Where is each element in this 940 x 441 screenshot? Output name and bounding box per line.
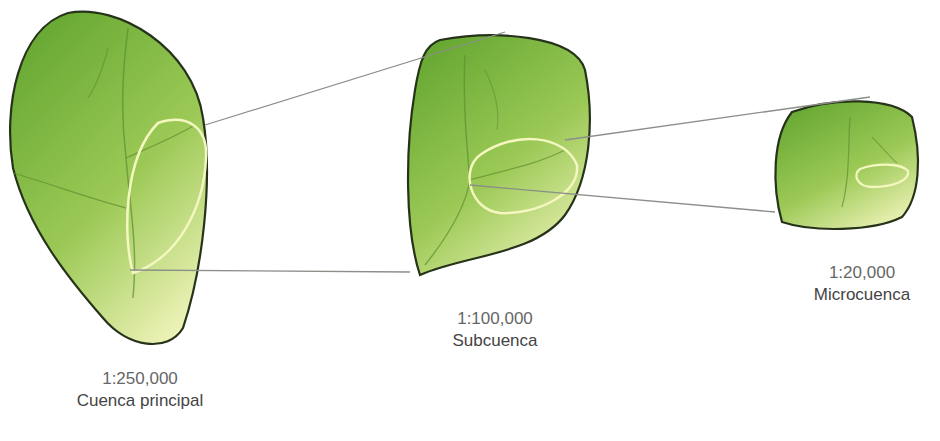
basin-node: 1:250,000Cuenca principal <box>5 3 232 423</box>
basin-node: 1:20,000Microcuenca <box>770 93 940 313</box>
sub-basin-shape <box>408 35 590 275</box>
main-basin-shape <box>10 12 207 344</box>
zoom-connector <box>130 32 505 272</box>
scale-label: 1:20,000 <box>772 262 940 284</box>
scale-label: 1:250,000 <box>50 368 230 390</box>
scale-caption: 1:100,000Subcuenca <box>405 308 585 352</box>
scale-caption: 1:250,000Cuenca principal <box>50 368 230 412</box>
basin-node: 1:100,000Subcuenca <box>402 28 597 358</box>
scale-label: 1:100,000 <box>405 308 585 330</box>
micro-basin-shape <box>775 101 918 229</box>
basin-name: Cuenca principal <box>50 390 230 412</box>
basin-name: Microcuenca <box>772 284 940 306</box>
scale-caption: 1:20,000Microcuenca <box>772 262 940 306</box>
basin-name: Subcuenca <box>405 330 585 352</box>
zoom-connector <box>470 97 870 212</box>
